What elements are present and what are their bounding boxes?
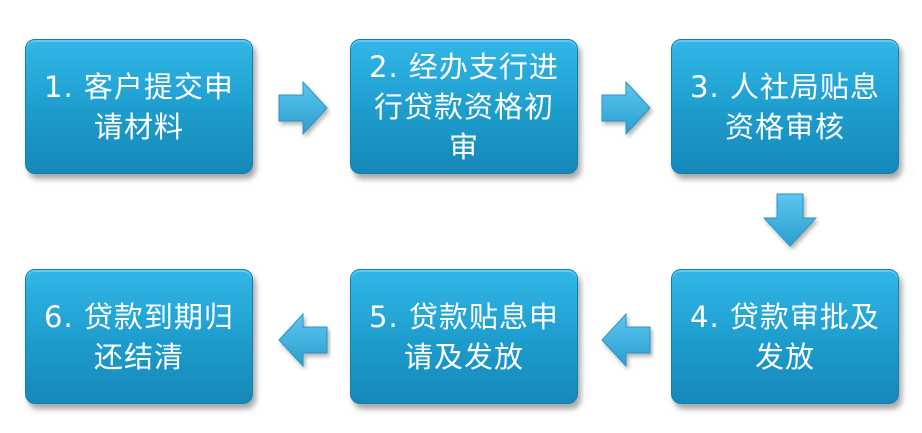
step-box-1: 1. 客户提交申请材料	[25, 39, 253, 174]
arrow-left-icon	[278, 312, 328, 368]
step-label-6: 6. 贷款到期归还结清	[44, 299, 234, 374]
step-label-5: 5. 贷款贴息申请及发放	[369, 299, 559, 374]
step-label-3: 3. 人社局贴息资格审核	[690, 69, 880, 144]
step-label-1: 1. 客户提交申请材料	[44, 69, 234, 144]
arrow-left-icon	[601, 312, 651, 368]
arrow-right-icon	[278, 80, 328, 136]
step-box-2: 2. 经办支行进行贷款资格初审	[350, 39, 578, 174]
step-box-3: 3. 人社局贴息资格审核	[671, 39, 899, 174]
step-box-5: 5. 贷款贴息申请及发放	[350, 269, 578, 404]
step-label-2: 2. 经办支行进行贷款资格初审	[369, 49, 559, 164]
arrow-right-icon	[601, 80, 651, 136]
arrow-down-icon	[762, 193, 818, 247]
step-box-6: 6. 贷款到期归还结清	[25, 269, 253, 404]
step-box-4: 4. 贷款审批及发放	[671, 269, 899, 404]
step-label-4: 4. 贷款审批及发放	[690, 299, 880, 374]
